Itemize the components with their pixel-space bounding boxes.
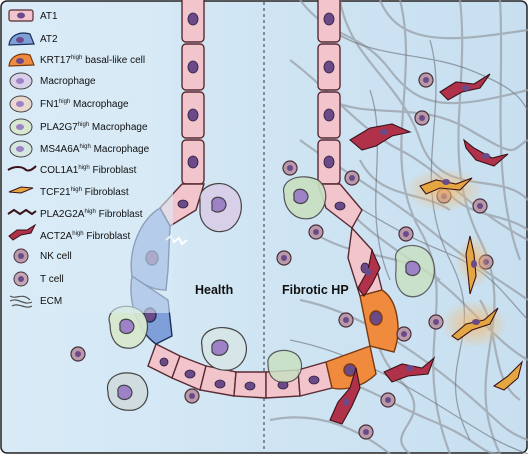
legend-background <box>3 3 173 313</box>
t-cell-icon <box>13 271 29 287</box>
ms4a6a-macrophage-icon <box>9 140 33 158</box>
ecm-icon <box>9 295 33 308</box>
legend-label-col1a1: COL1A1high Fibroblast <box>40 165 137 176</box>
macrophage-icon <box>9 72 33 90</box>
ecm-network-dark <box>289 19 528 455</box>
legend-label-tcf21: TCF21high Fibroblast <box>40 187 129 198</box>
at2-cell-icon <box>8 32 35 46</box>
legend-label-ms4a6a: MS4A6Ahigh Macrophage <box>40 144 150 155</box>
legend-label-at1: AT1 <box>40 11 58 22</box>
tcf21-fibroblast-icon <box>8 186 34 194</box>
col1a1-fibroblast-icon <box>7 165 37 172</box>
act2a-fibroblast-icon <box>8 223 37 241</box>
pla2g7-macrophage-icon <box>9 118 33 136</box>
basal-like-cells <box>325 289 399 390</box>
pla2g2a-fibroblast-icon <box>7 208 37 216</box>
legend-label-ecm: ECM <box>40 296 62 307</box>
legend-label-pla2g2a: PLA2G2Ahigh Fibroblast <box>40 209 143 220</box>
fn1-macrophage-icon <box>9 95 33 113</box>
macrophages-right <box>267 176 435 383</box>
fibroblast-nuclei <box>343 85 490 406</box>
legend-label-at2: AT2 <box>40 34 58 45</box>
legend-label-act2a: ACT2Ahigh Fibroblast <box>40 231 130 242</box>
legend-label-fn1: FN1high Macrophage <box>40 99 129 110</box>
legend-label-krt17: KRT17high basal-like cell <box>40 55 145 66</box>
at1-cell-icon <box>8 9 34 22</box>
legend-label-nk-cell: NK cell <box>40 251 72 262</box>
fibrotic-hp-label: Fibrotic HP <box>282 283 349 297</box>
legend-label-t-cell: T cell <box>40 274 64 285</box>
macrophages-left <box>106 183 247 411</box>
at1-nuclei <box>159 12 370 391</box>
health-label: Health <box>195 283 233 297</box>
legend-label-macrophage: Macrophage <box>40 76 96 87</box>
nk-cell-icon <box>13 248 29 264</box>
legend: AT1 AT2 KRT17high basal-like cell Macrop… <box>3 3 173 313</box>
immune-cell-nuclei <box>75 77 489 435</box>
basal-like-cell-icon <box>8 53 35 67</box>
legend-label-pla2g7: PLA2G7high Macrophage <box>40 122 148 133</box>
